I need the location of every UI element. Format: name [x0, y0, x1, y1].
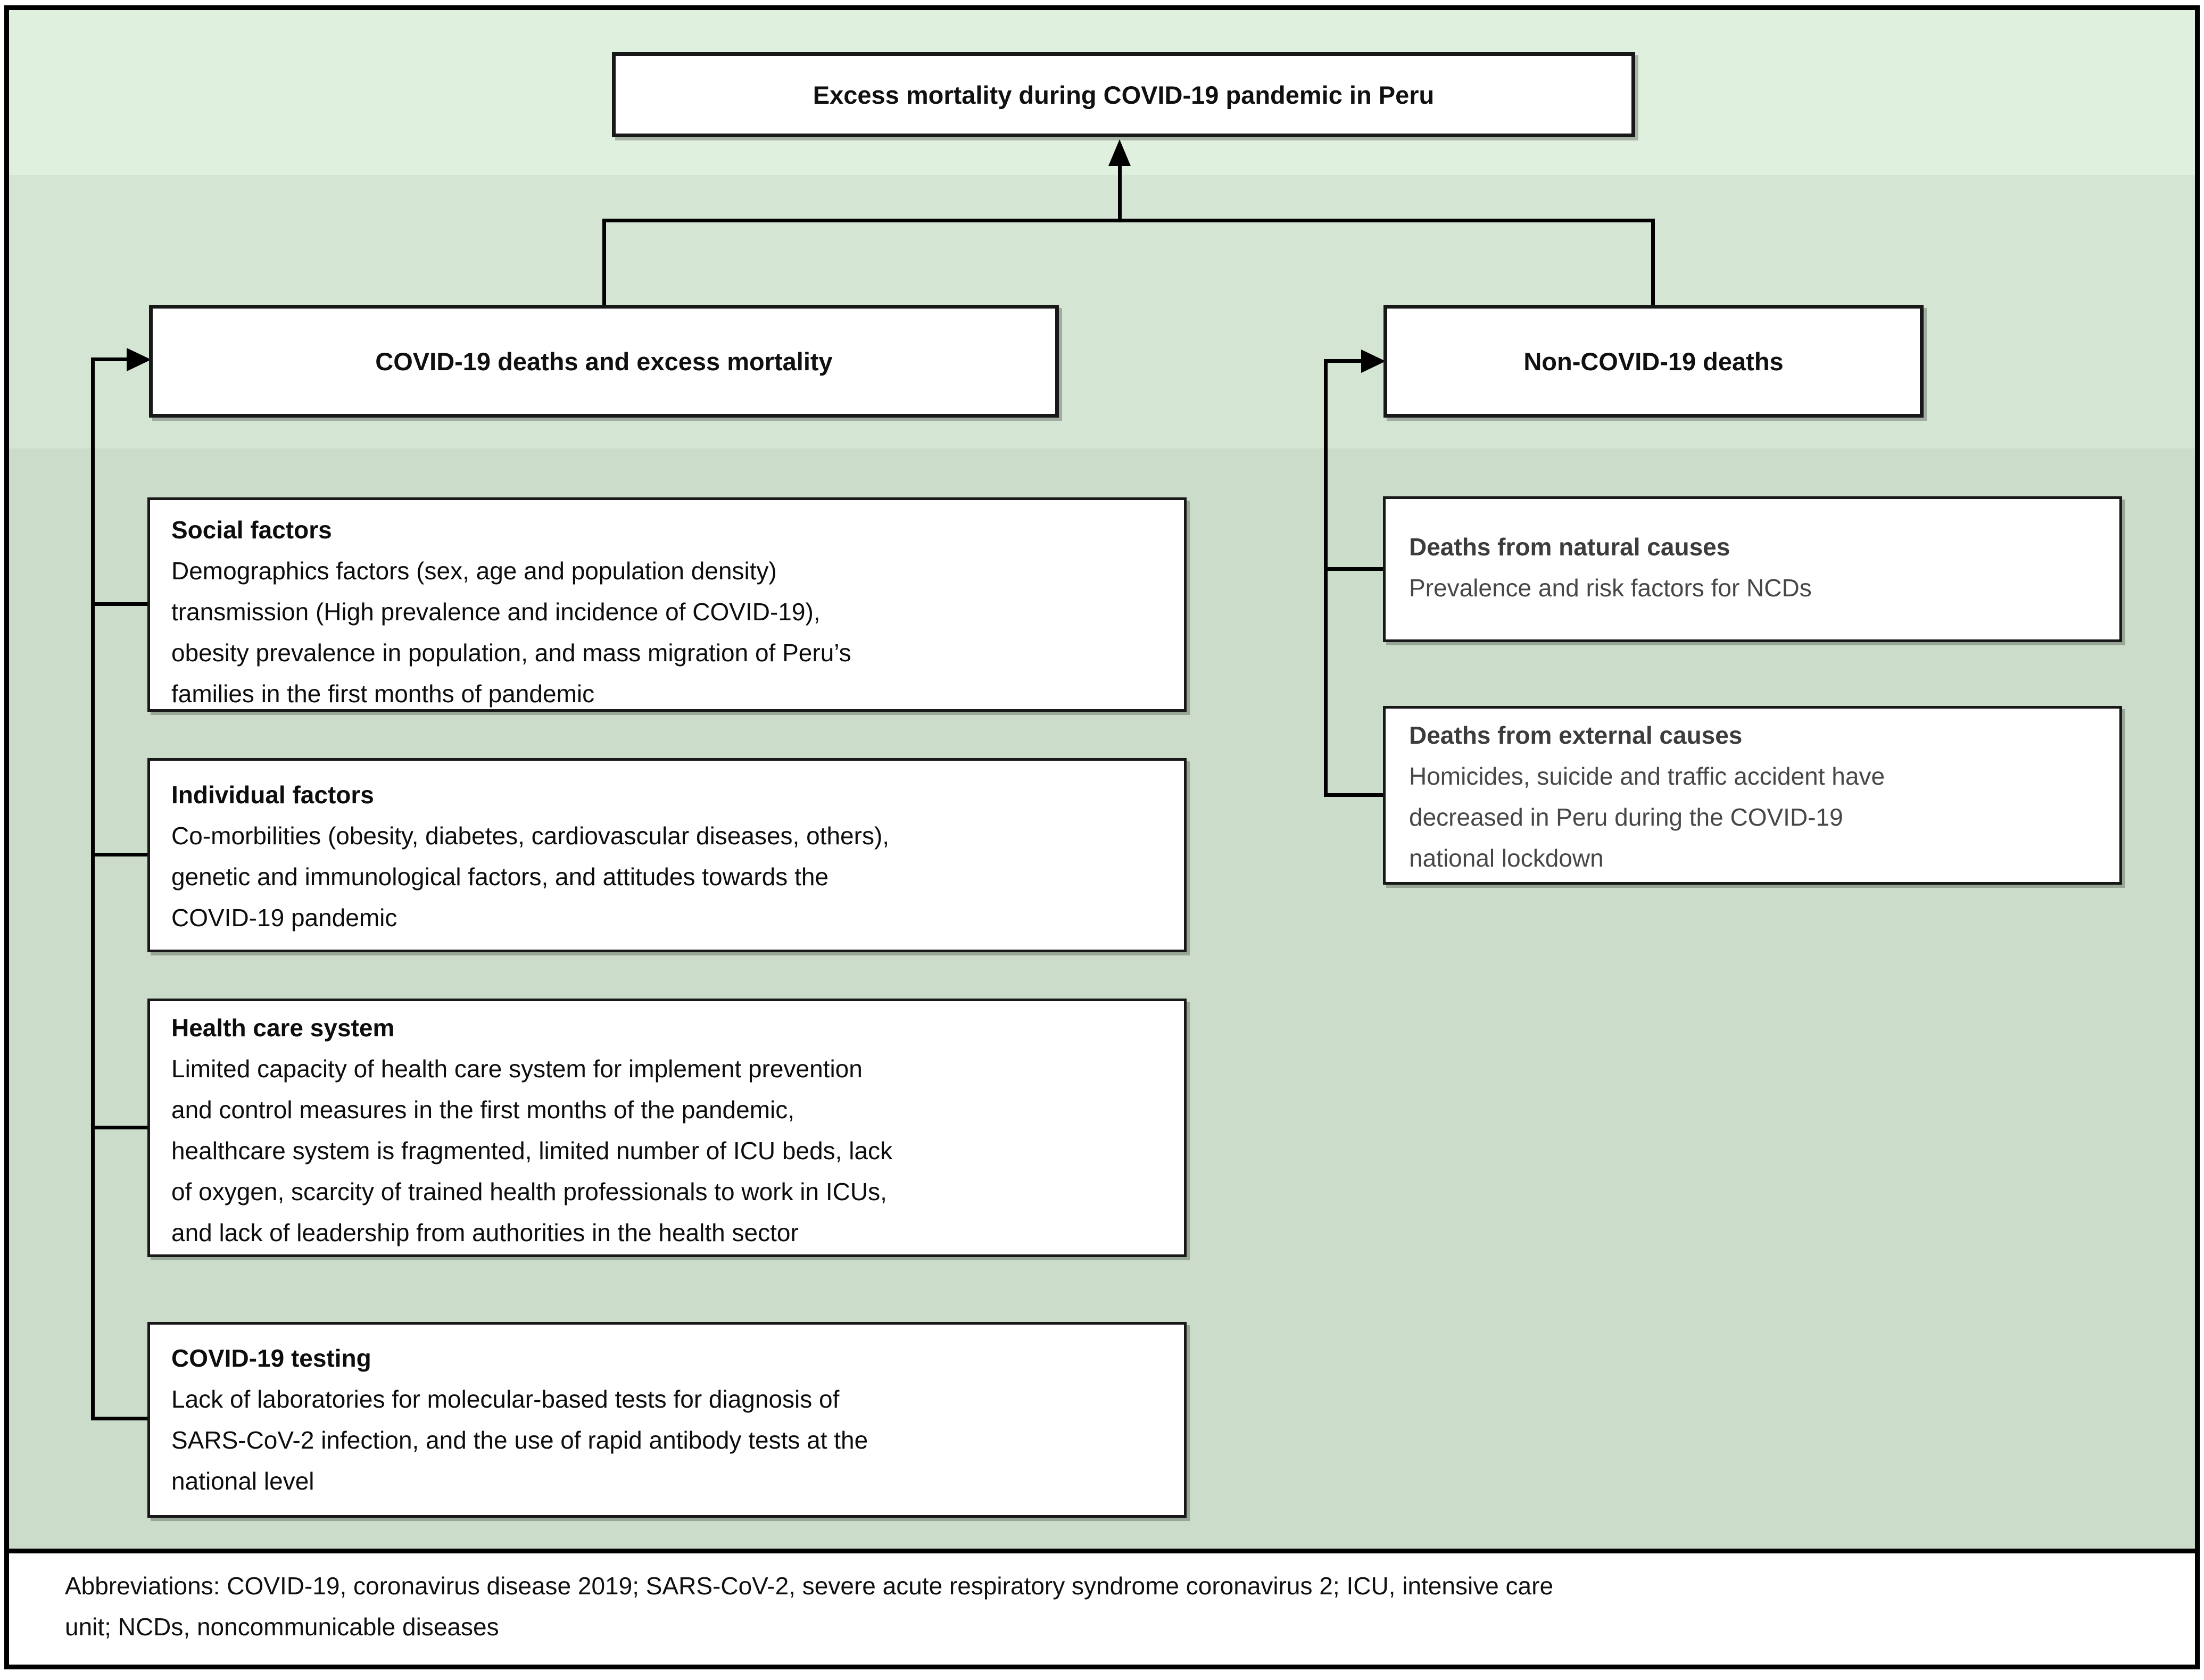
connector-branch-natural [1324, 567, 1383, 571]
cause-box-external-title: Deaths from external causes [1409, 721, 1743, 749]
factor-box-testing-title: COVID-19 testing [171, 1344, 371, 1372]
branch-header-non-covid-deaths: Non-COVID-19 deaths [1383, 305, 1924, 418]
cause-box-natural-body: Prevalence and risk factors for NCDs [1409, 574, 1812, 602]
title-box: Excess mortality during COVID-19 pandemi… [612, 52, 1635, 137]
title-box-label: Excess mortality during COVID-19 pandemi… [813, 80, 1435, 109]
factor-box-testing-body: Lack of laboratories for molecular-based… [171, 1385, 868, 1495]
factor-box-healthcare: Health care system Limited capacity of h… [147, 999, 1187, 1257]
connector-title-stem [1118, 162, 1122, 221]
cause-box-natural-title: Deaths from natural causes [1409, 533, 1730, 561]
cause-box-natural: Deaths from natural causes Prevalence an… [1383, 496, 2122, 642]
factor-box-social-body: Demographics factors (sex, age and popul… [171, 557, 851, 708]
factor-box-testing: COVID-19 testing Lack of laboratories fo… [147, 1322, 1187, 1518]
cause-box-external-body: Homicides, suicide and traffic accident … [1409, 762, 1885, 872]
connector-left-trunk [91, 357, 95, 1420]
factor-box-social-title: Social factors [171, 516, 332, 544]
factor-box-individual-body: Co-morbilities (obesity, diabetes, cardi… [171, 822, 890, 932]
connector-branch-healthcare [91, 1126, 150, 1129]
connector-right-header-line [1324, 359, 1362, 363]
factor-box-healthcare-title: Health care system [171, 1014, 395, 1042]
connector-right-trunk [1324, 359, 1328, 797]
connector-branch-social [91, 602, 150, 606]
connector-branch-individual [91, 853, 150, 856]
arrow-up-to-title [1108, 139, 1131, 166]
connector-drop-right [1651, 219, 1655, 307]
connector-drop-left [602, 219, 606, 307]
connector-branch-external [1324, 793, 1383, 797]
connector-branch-testing [91, 1417, 150, 1420]
branch-header-covid-deaths-label: COVID-19 deaths and excess mortality [375, 347, 833, 376]
branch-header-covid-deaths: COVID-19 deaths and excess mortality [149, 305, 1059, 418]
abbreviations-text: Abbreviations: COVID-19, coronavirus dis… [65, 1572, 1554, 1641]
arrow-into-left-header [127, 348, 151, 371]
arrow-into-right-header [1361, 350, 1386, 373]
factor-box-healthcare-body: Limited capacity of health care system f… [171, 1055, 893, 1246]
connector-left-header-line [91, 357, 128, 361]
factor-box-individual-title: Individual factors [171, 781, 374, 809]
branch-header-non-covid-deaths-label: Non-COVID-19 deaths [1523, 347, 1784, 376]
factor-box-individual: Individual factors Co-morbilities (obesi… [147, 758, 1187, 952]
cause-box-external: Deaths from external causes Homicides, s… [1383, 706, 2122, 885]
abbreviations-panel [9, 1549, 2195, 1665]
connector-horizontal-top [602, 219, 1655, 222]
factor-box-social: Social factors Demographics factors (sex… [147, 497, 1187, 712]
